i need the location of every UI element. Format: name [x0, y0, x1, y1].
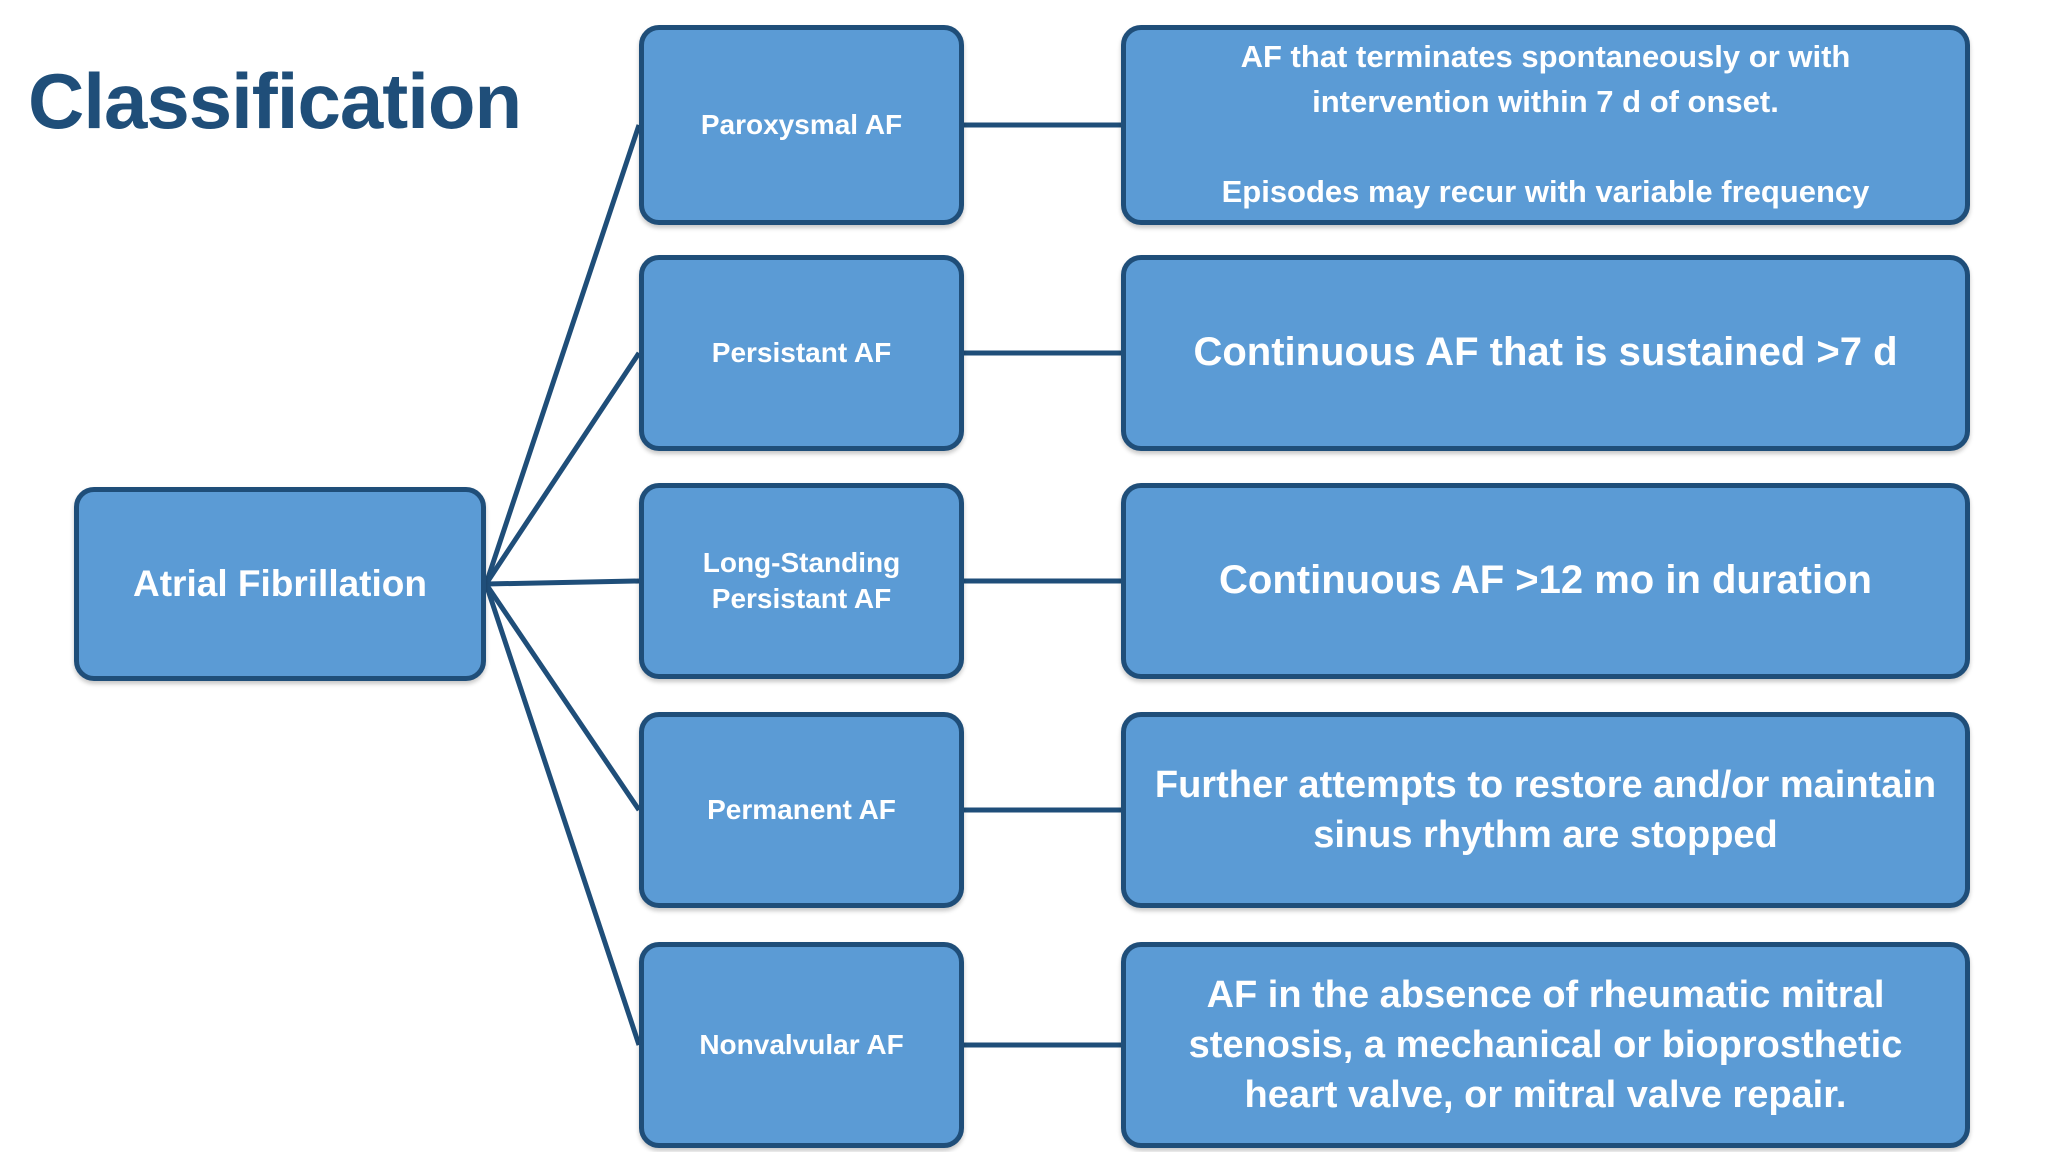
node-paroxysmal-af[interactable]: Paroxysmal AF — [639, 25, 964, 225]
connector-root-to-paroxysmal — [483, 124, 642, 585]
node-atrial-fibrillation[interactable]: Atrial Fibrillation — [74, 487, 486, 681]
description-persistant-af[interactable]: Continuous AF that is sustained >7 d — [1121, 255, 1970, 451]
description-paroxysmal-af[interactable]: AF that terminates spontaneously or with… — [1121, 25, 1970, 225]
node-long-standing-persistant-af[interactable]: Long-Standing Persistant AF — [639, 483, 964, 679]
node-permanent-af-label: Permanent AF — [707, 793, 896, 825]
node-atrial-fibrillation-label: Atrial Fibrillation — [133, 562, 427, 604]
description-permanent-af-text: Further attempts to restore and/or maint… — [1154, 763, 1937, 856]
description-permanent-af[interactable]: Further attempts to restore and/or maint… — [1121, 712, 1970, 908]
description-long-standing-persistant-af[interactable]: Continuous AF >12 mo in duration — [1121, 483, 1970, 679]
node-long-standing-persistant-af-label: Long-Standing Persistant AF — [702, 546, 901, 614]
connector-root-to-persistant — [483, 351, 642, 586]
connector-root-to-long-standing — [485, 578, 640, 587]
node-nonvalvular-af[interactable]: Nonvalvular AF — [639, 942, 964, 1148]
connector-root-to-nonvalvular — [483, 583, 642, 1046]
node-nonvalvular-af-label: Nonvalvular AF — [699, 1028, 904, 1060]
node-persistant-af[interactable]: Persistant AF — [639, 255, 964, 451]
connector-root-to-permanent — [483, 582, 642, 812]
node-persistant-af-label: Persistant AF — [711, 336, 892, 368]
page-title: Classification — [28, 57, 522, 145]
description-nonvalvular-af-text: AF in the absence of rheumatic mitral st… — [1188, 973, 1903, 1117]
description-paroxysmal-af-text: AF that terminates spontaneously or with… — [1221, 39, 1870, 209]
description-nonvalvular-af[interactable]: AF in the absence of rheumatic mitral st… — [1121, 942, 1970, 1148]
node-paroxysmal-af-label: Paroxysmal AF — [700, 108, 903, 140]
description-persistant-af-text: Continuous AF that is sustained >7 d — [1193, 330, 1898, 375]
node-permanent-af[interactable]: Permanent AF — [639, 712, 964, 908]
description-long-standing-persistant-af-text: Continuous AF >12 mo in duration — [1219, 558, 1872, 603]
